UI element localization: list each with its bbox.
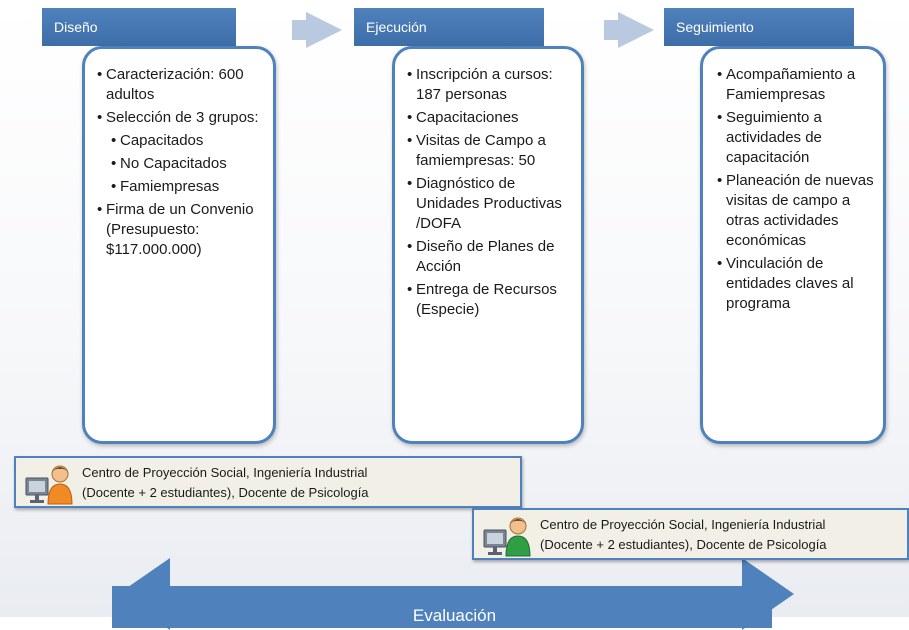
staff-description: Centro de Proyección Social, Ingeniería … [82,463,516,503]
staff-line: Centro de Proyección Social, Ingeniería … [82,465,368,480]
person-at-computer-icon [483,517,531,557]
evaluation-label: Evaluación [412,606,497,625]
staff-description: Centro de Proyección Social, Ingeniería … [540,515,903,555]
stage-item: Inscripción a cursos: 187 personas [407,65,573,105]
stage-title: Ejecución [366,19,427,35]
stage-item: Planeación de nuevas visitas de campo a … [717,171,877,251]
stage-subitem: Capacitados [111,131,265,151]
stage-item: Diagnóstico de Unidades Productivas /DOF… [407,174,573,234]
person-at-computer-icon [25,465,73,505]
stage-item-list: Acompañamiento a Famiempresas Seguimient… [717,65,877,314]
stage-item-list: Inscripción a cursos: 187 personas Capac… [407,65,573,320]
flow-arrow-icon [618,12,654,48]
staff-line: (Docente + 2 estudiantes), Docente de Ps… [540,537,827,552]
stage-item: Caracterización: 600 adultos [97,65,265,105]
stage-title: Seguimiento [676,19,754,35]
stage-header-seguimiento: Seguimiento [664,8,854,46]
stage-header-diseno: Diseño [42,8,236,46]
stage-card-ejecucion: Inscripción a cursos: 187 personas Capac… [392,46,584,444]
staff-box: Centro de Proyección Social, Ingeniería … [472,508,909,560]
staff-box: Centro de Proyección Social, Ingeniería … [14,456,522,508]
stage-title: Diseño [54,19,98,35]
staff-line: Centro de Proyección Social, Ingeniería … [540,517,826,532]
stage-item: Selección de 3 grupos: [97,108,265,128]
flow-arrow-body [604,20,622,40]
stage-item: Vinculación de entidades claves al progr… [717,254,877,314]
stage-item: Firma de un Convenio (Presupuesto: $117.… [97,200,265,260]
flow-arrow-icon [306,12,342,48]
stage-subitem: No Capacitados [111,154,265,174]
stage-item: Capacitaciones [407,108,573,128]
stage-card-diseno: Caracterización: 600 adultos Selección d… [82,46,276,444]
stage-header-ejecucion: Ejecución [354,8,544,46]
stage-item-list: Caracterización: 600 adultos Selección d… [97,65,265,260]
flow-arrow-body [292,20,310,40]
stage-item: Acompañamiento a Famiempresas [717,65,877,105]
stage-item: Visitas de Campo a famiempresas: 50 [407,131,573,171]
stage-card-seguimiento: Acompañamiento a Famiempresas Seguimient… [700,46,886,444]
stage-item: Entrega de Recursos (Especie) [407,280,573,320]
stage-subitem: Famiempresas [111,177,265,197]
stage-item: Seguimiento a actividades de capacitació… [717,108,877,168]
stage-item: Diseño de Planes de Acción [407,237,573,277]
staff-line: (Docente + 2 estudiantes), Docente de Ps… [82,485,369,500]
